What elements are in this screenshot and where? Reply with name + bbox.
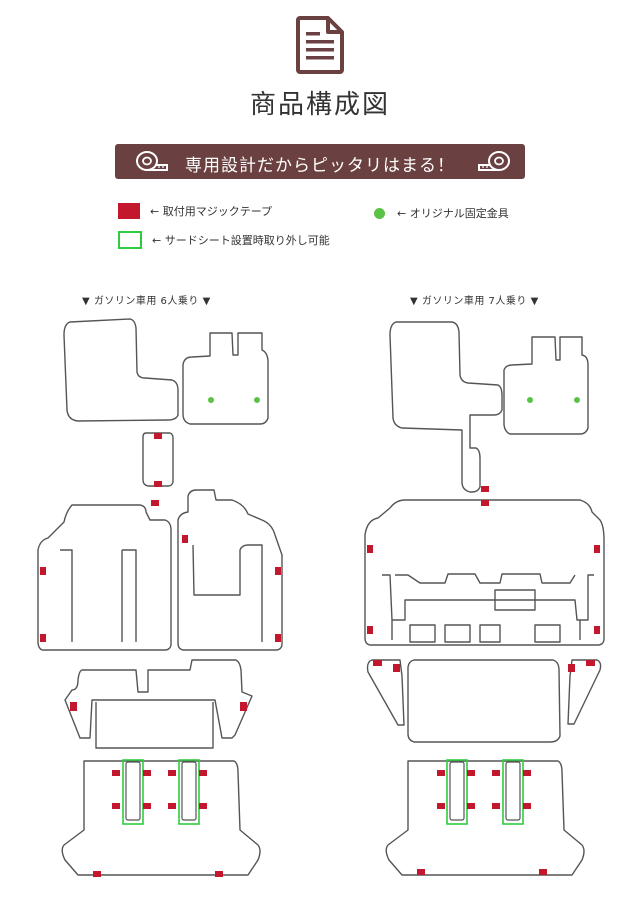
tape-marker: [492, 770, 500, 776]
removable-area: [446, 759, 468, 825]
tape-marker: [168, 770, 176, 776]
tape-marker: [143, 770, 151, 776]
tape-marker: [523, 803, 531, 809]
second-inner-mid: [121, 549, 137, 642]
tape-marker: [539, 869, 547, 875]
tape-marker: [417, 869, 425, 875]
tape-marker: [40, 567, 46, 575]
tape-marker: [275, 567, 281, 575]
mat-driver: [389, 321, 503, 493]
tape-marker: [367, 626, 373, 634]
mat-center-strip: [142, 432, 174, 487]
page-title: 商品構成図: [249, 90, 390, 120]
mat-luggage: [61, 760, 261, 876]
tape-marker: [70, 702, 77, 711]
mat-third-right: [567, 659, 602, 725]
tape-swatch: [118, 203, 140, 219]
legend-clip: ← オリジナル固定金具: [374, 205, 509, 221]
legend-tape-label: ← 取付用マジックテープ: [150, 205, 273, 218]
mat-luggage: [385, 760, 585, 876]
mat-passenger: [503, 336, 589, 435]
tape-marker: [275, 634, 281, 642]
removable-inner: [125, 761, 141, 821]
removable-area: [122, 759, 144, 825]
tape-marker: [467, 803, 475, 809]
removable-area: [178, 759, 200, 825]
clip-marker: [574, 397, 580, 403]
tape-marker: [586, 660, 595, 666]
clip-marker: [527, 397, 533, 403]
tape-marker: [182, 535, 188, 543]
variant-caption-6-seat: ▼ ガソリン車用 6人乗り ▼: [82, 296, 211, 307]
tape-marker: [373, 660, 382, 666]
second-inner-tray: [395, 573, 576, 643]
mat-third-row: [64, 659, 253, 739]
legend-removable: ← サードシート設置時取り外し可能: [118, 231, 330, 249]
mat-second-row: [364, 499, 605, 646]
clip-swatch: [374, 207, 385, 219]
clip-marker: [254, 397, 260, 403]
tape-marker: [437, 770, 445, 776]
banner: 専用設計だからピッタリはまる！: [115, 144, 525, 179]
mat-second-left: [37, 504, 172, 651]
legend-clip-label: ← オリジナル固定金具: [397, 207, 509, 220]
tape-marker: [151, 500, 159, 506]
legend-removable-label: ← サードシート設置時取り外し可能: [152, 234, 330, 247]
tape-marker: [393, 664, 400, 672]
second-inner: [382, 574, 594, 640]
tape-marker: [481, 486, 489, 492]
variant-caption-7-seat: ▼ ガソリン車用 7人乗り ▼: [410, 296, 539, 307]
tape-marker: [168, 803, 176, 809]
tape-marker: [594, 626, 600, 634]
mat-passenger: [182, 332, 269, 425]
document-icon: [296, 16, 344, 74]
tape-marker: [154, 481, 162, 487]
tape-marker: [240, 702, 247, 711]
tape-marker: [40, 634, 46, 642]
tape-marker: [143, 803, 151, 809]
banner-text: 専用設計だからピッタリはまる！: [185, 156, 455, 176]
removable-area: [502, 759, 524, 825]
tape-marker: [93, 871, 101, 877]
tape-marker: [215, 871, 223, 877]
tape-marker: [594, 545, 600, 553]
clip-marker: [208, 397, 214, 403]
tape-measure-icon: [136, 151, 168, 171]
tape-marker: [437, 803, 445, 809]
tape-marker: [523, 770, 531, 776]
legend-tape: ← 取付用マジックテープ: [118, 203, 272, 219]
tape-measure-icon: [478, 151, 510, 171]
tape-marker: [112, 770, 120, 776]
tape-marker: [367, 545, 373, 553]
tape-marker: [492, 803, 500, 809]
tape-marker: [467, 770, 475, 776]
tape-marker: [199, 770, 207, 776]
mat-driver: [63, 318, 179, 422]
mat-third-left: [366, 659, 405, 726]
removable-inner: [449, 761, 465, 821]
second-inner-left: [60, 549, 73, 642]
tape-marker: [112, 803, 120, 809]
mat-third-lower: [95, 702, 214, 749]
removable-inner: [181, 761, 197, 821]
removable-swatch: [118, 231, 142, 249]
mat-third-center: [407, 659, 561, 743]
tape-marker: [199, 803, 207, 809]
mat-second-right: [177, 489, 283, 651]
removable-inner: [505, 761, 521, 821]
tape-marker: [568, 664, 575, 672]
tape-marker: [481, 500, 489, 506]
second-inner-right: [192, 544, 263, 642]
tape-marker: [154, 433, 162, 439]
